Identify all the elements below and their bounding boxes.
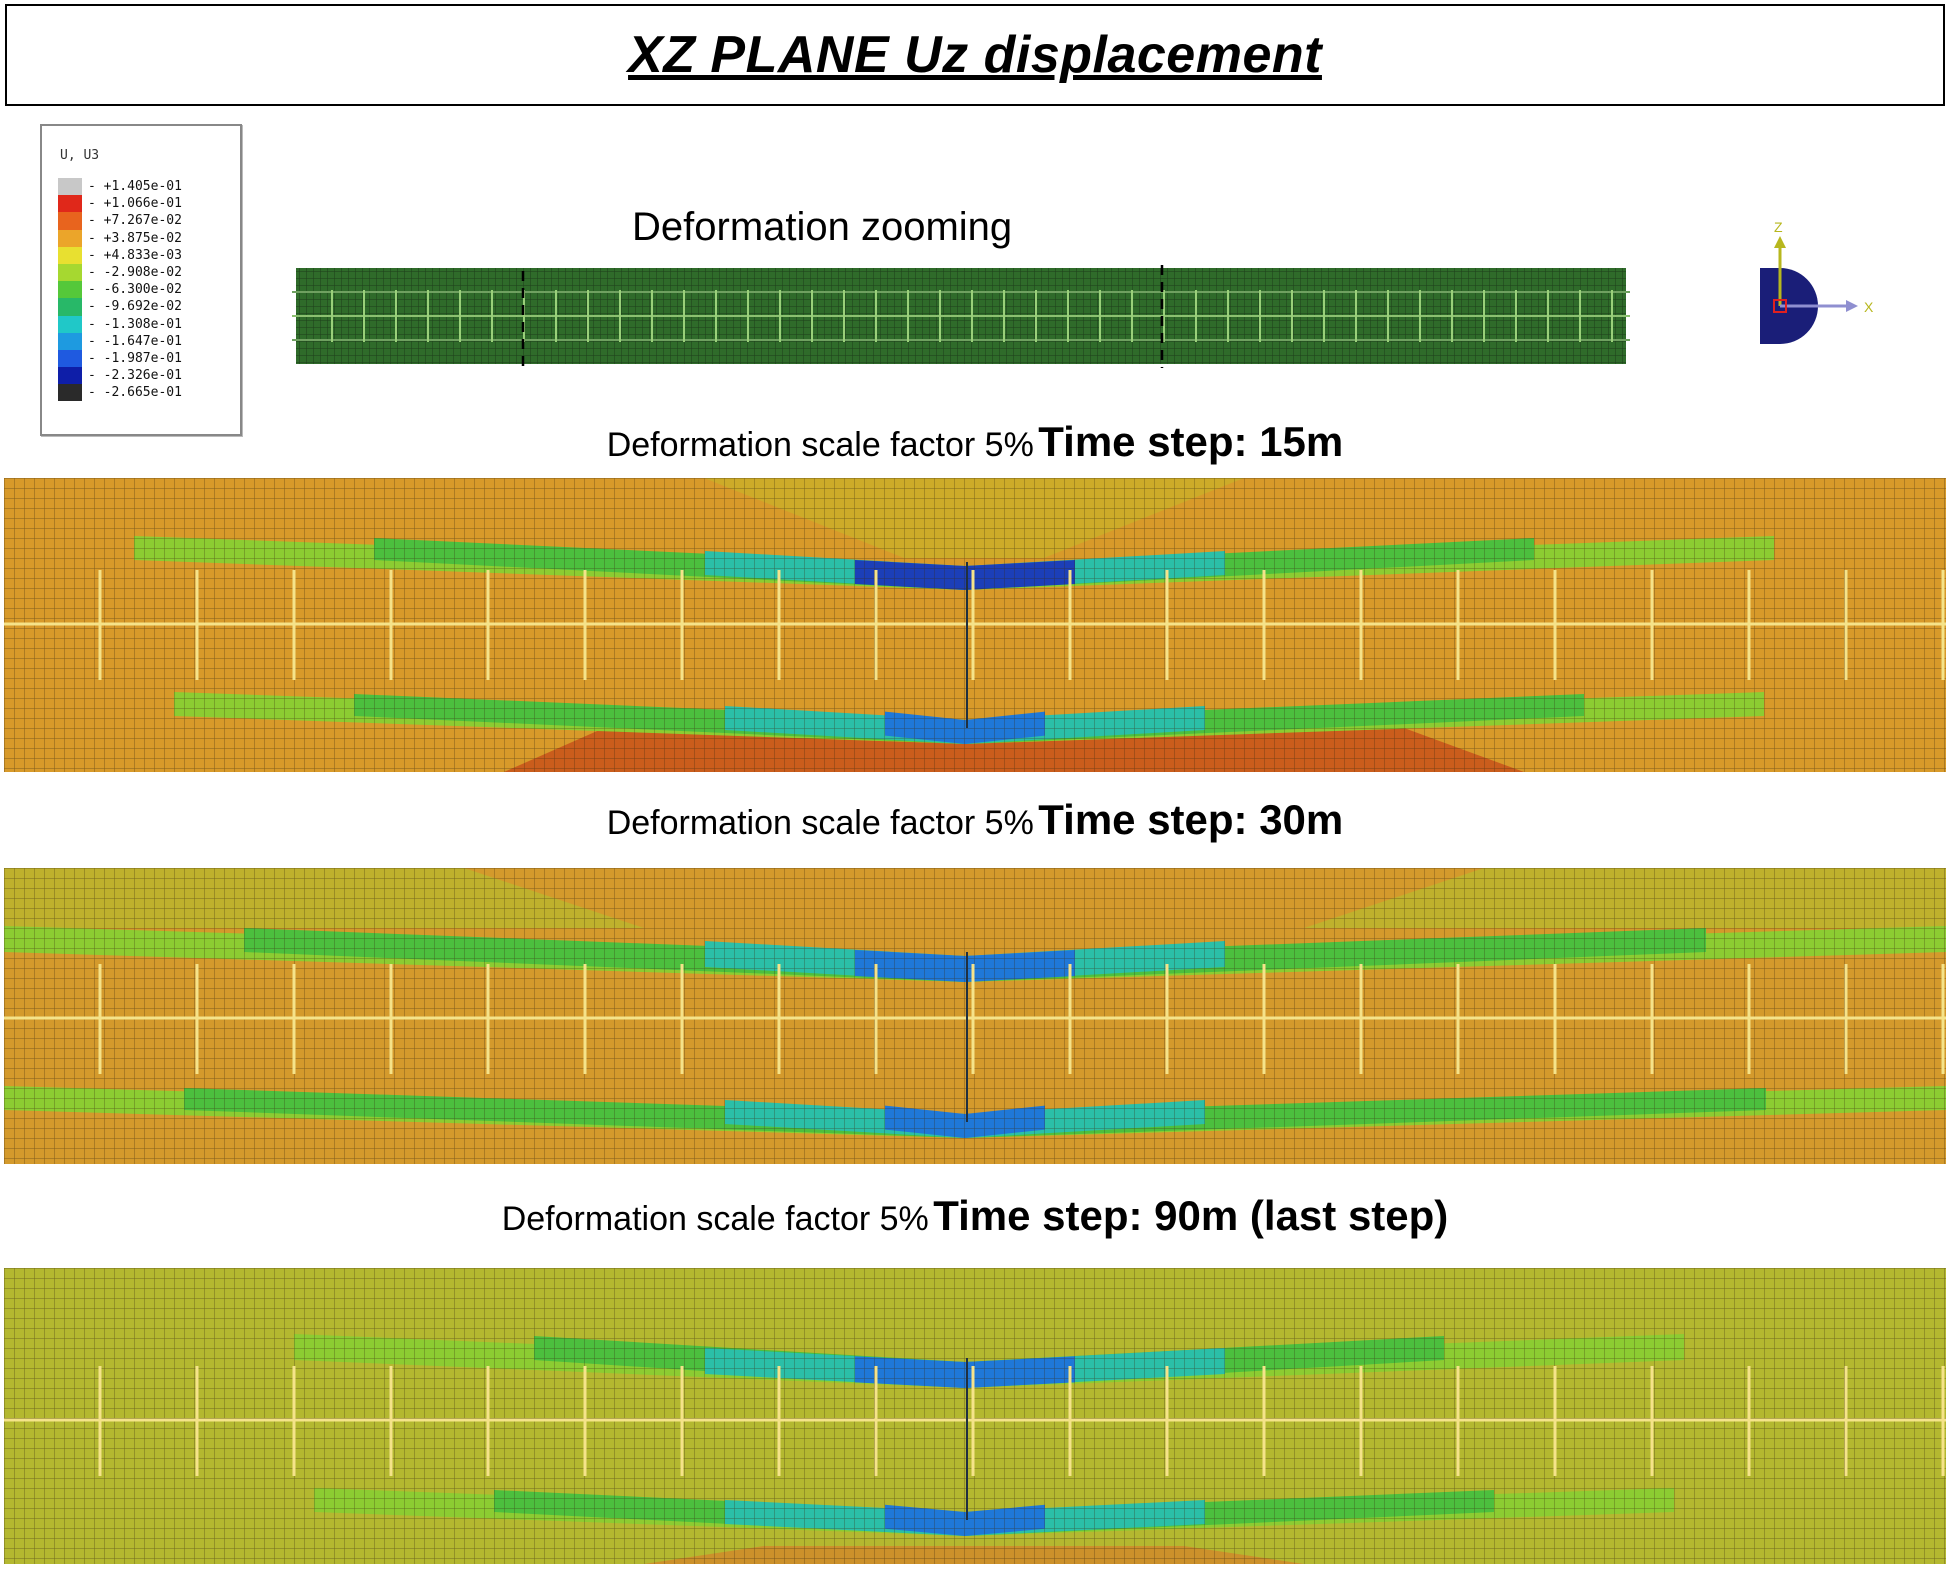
legend-swatch — [58, 349, 82, 368]
legend-value: +3.875e-02 — [88, 230, 182, 247]
legend-value: -2.326e-01 — [88, 367, 182, 384]
legend-value: -6.300e-02 — [88, 281, 182, 298]
legend-title: U, U3 — [60, 148, 100, 163]
step-prefix-2: Deformation scale factor 5% — [606, 804, 1034, 842]
legend-value: +1.405e-01 — [88, 178, 182, 195]
legend-value: -2.908e-02 — [88, 264, 182, 281]
legend-swatch — [58, 229, 82, 247]
legend-value: -1.647e-01 — [88, 333, 182, 350]
fe-mesh — [4, 868, 1946, 1164]
step-label-2: Deformation scale factor 5% Time step: 3… — [0, 796, 1950, 844]
legend-swatch — [58, 315, 82, 333]
zoom-region-box — [521, 264, 1164, 368]
page-title: XZ PLANE Uz displacement — [628, 26, 1322, 84]
step-time-2: Time step: 30m — [1038, 796, 1344, 843]
legend-value: +1.066e-01 — [88, 195, 182, 212]
legend-swatch — [58, 212, 82, 230]
legend-swatch — [58, 367, 82, 385]
fe-mesh — [4, 1268, 1946, 1564]
legend-value: -9.692e-02 — [88, 298, 182, 315]
step-time-1: Time step: 15m — [1038, 418, 1344, 465]
deformation-panel-30m — [4, 868, 1946, 1164]
deformation-panel-90m — [4, 1268, 1946, 1564]
legend-swatch — [58, 384, 82, 402]
step-prefix-1: Deformation scale factor 5% — [606, 426, 1034, 464]
legend-swatch — [58, 195, 82, 213]
legend-swatch — [58, 246, 82, 264]
step-label-1: Deformation scale factor 5% Time step: 1… — [0, 418, 1950, 466]
legend-swatch — [58, 281, 82, 299]
legend-values: +1.405e-01+1.066e-01+7.267e-02+3.875e-02… — [88, 178, 182, 401]
legend-value: +4.833e-03 — [88, 247, 182, 264]
axis-triad: Z X — [1760, 219, 1874, 344]
legend-color-bar — [58, 178, 82, 402]
legend-value: -1.308e-01 — [88, 316, 182, 333]
x-axis-label: X — [1864, 299, 1874, 315]
legend-swatch — [58, 332, 82, 350]
legend-swatch — [58, 178, 82, 196]
legend-value: -2.665e-01 — [88, 384, 182, 401]
legend-swatch — [58, 298, 82, 316]
deformation-zoom-label: Deformation zooming — [632, 205, 1013, 249]
overview-beam — [292, 264, 1630, 368]
deformation-panel-15m — [4, 478, 1946, 772]
legend-value: +7.267e-02 — [88, 212, 182, 229]
title-box: XZ PLANE Uz displacement — [5, 4, 1945, 106]
legend-swatch — [58, 263, 82, 282]
step-time-3: Time step: 90m (last step) — [933, 1192, 1449, 1239]
step-label-3: Deformation scale factor 5% Time step: 9… — [0, 1192, 1950, 1240]
step-prefix-3: Deformation scale factor 5% — [501, 1200, 929, 1238]
color-legend: U, U3 +1.405e-01+1.066e-01+7.267e-02+3.8… — [40, 124, 242, 436]
z-axis-label: Z — [1774, 219, 1783, 235]
legend-value: -1.987e-01 — [88, 350, 182, 367]
